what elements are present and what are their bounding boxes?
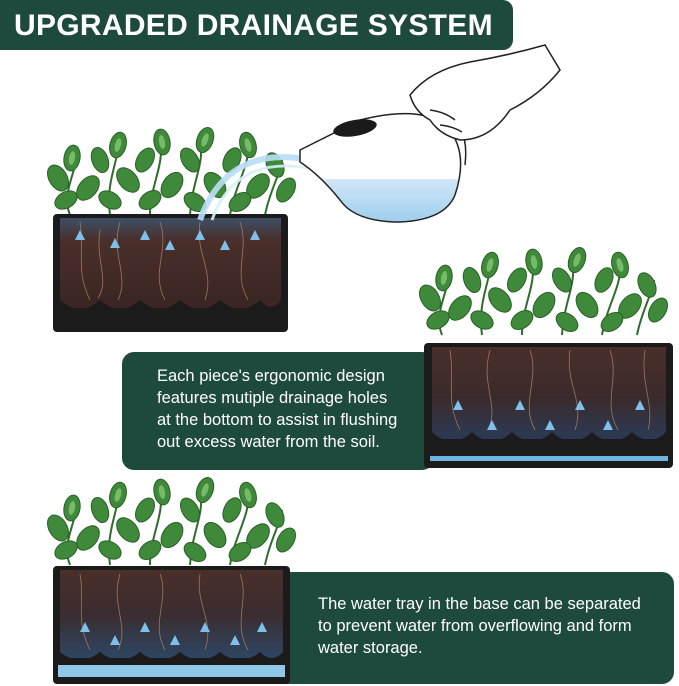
drainage-holes-card: Each piece's ergonomic design features m… [122,352,434,470]
planter-bottom [42,474,301,684]
water-arrow-icon [75,230,260,250]
description-line: Each piece's ergonomic design [157,367,385,385]
water-tray-card: The water tray in the base can be separa… [272,572,674,684]
title-banner: UPGRADED DRAINAGE SYSTEM [0,0,513,50]
description-line: out excess water from the soil. [157,433,380,451]
hand-icon [409,44,561,141]
description-line: features mutiple drainage holes [157,389,388,407]
planter-top [47,126,296,332]
plant-leaves [47,126,296,216]
planter-middle [414,244,673,468]
description-line: at the bottom to assist in flushing [157,411,398,429]
description-line: The water tray in the base can be separa… [318,595,641,613]
water-tray-description: The water tray in the base can be separa… [318,593,641,659]
description-line: to prevent water from overflowing and fo… [318,617,632,635]
description-line: water storage. [318,639,423,657]
drainage-holes-description: Each piece's ergonomic design features m… [157,365,397,453]
page-title: UPGRADED DRAINAGE SYSTEM [14,9,493,42]
